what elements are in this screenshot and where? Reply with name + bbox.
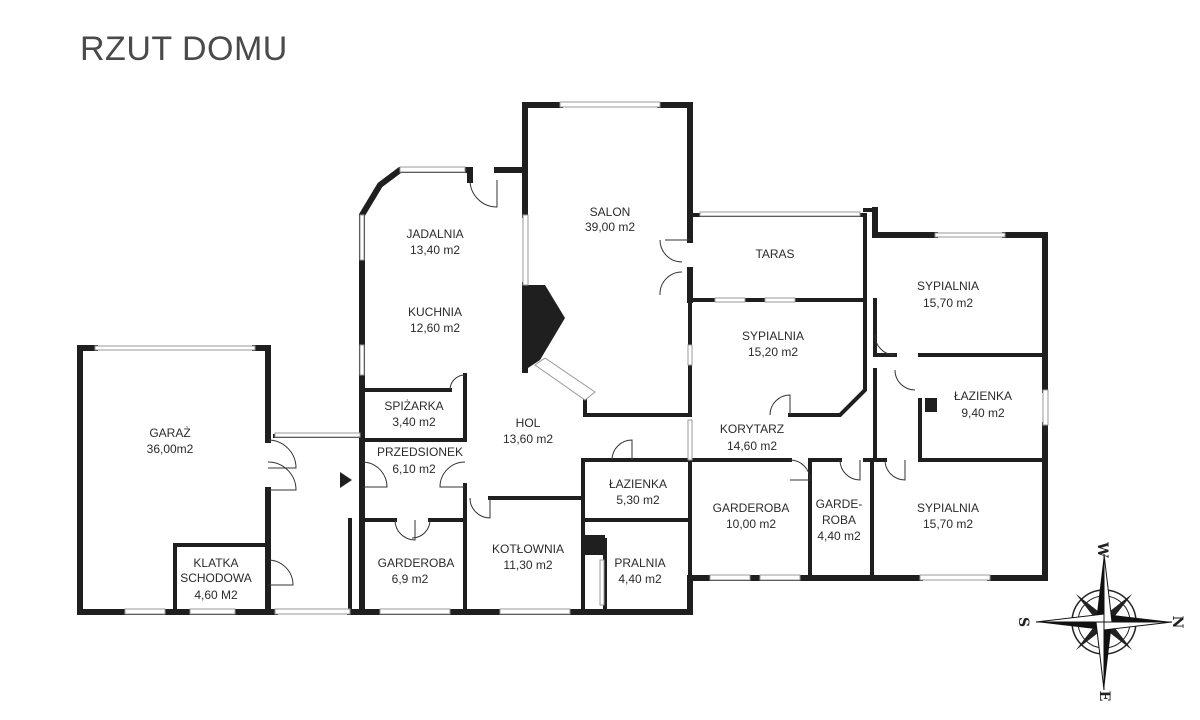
windows (94, 101, 1049, 615)
label-sypialnia3-name: SYPIALNIA (917, 501, 979, 515)
chimney (583, 535, 605, 555)
entrance-arrow-icon (340, 472, 352, 488)
fireplace (525, 285, 565, 370)
label-klatka-name: KLATKA (193, 556, 238, 570)
label-sypialnia3-area: 15,70 m2 (923, 517, 973, 531)
label-kuchnia-name: KUCHNIA (408, 305, 462, 319)
label-salon-area: 39,00 m2 (585, 220, 635, 234)
label-korytarz-name: KORYTARZ (720, 422, 784, 436)
label-garderoba1-name: GARDEROBA (378, 556, 455, 570)
label-korytarz-area: 14,60 m2 (727, 439, 777, 453)
label-sypialnia2-name: SYPIALNIA (917, 279, 979, 293)
label-sypialnia1-name: SYPIALNIA (742, 329, 804, 343)
label-garderoba3-name: GARDE- (816, 497, 863, 511)
label-sypialnia2-area: 15,70 m2 (923, 296, 973, 310)
interior-walls (173, 285, 1047, 614)
compass-w: W (1094, 541, 1110, 558)
label-kotlownia-name: KOTŁOWNIA (492, 542, 564, 556)
label-lazienka2-name: ŁAZIENKA (954, 389, 1012, 403)
label-lazienka1-area: 5,30 m2 (616, 493, 660, 507)
label-hol-name: HOL (516, 416, 541, 430)
label-hol-area: 13,60 m2 (503, 432, 553, 446)
doors (267, 179, 916, 586)
room-labels: GARAŻ 36,00m2 KLATKA SCHODOWA 4,60 M2 JA… (147, 205, 1012, 602)
label-spizarka-area: 3,40 m2 (392, 415, 436, 429)
compass-rose-icon: W N S E (1015, 541, 1185, 701)
chimney-2 (925, 398, 937, 412)
label-lazienka2-area: 9,40 m2 (961, 406, 1005, 420)
label-garderoba2-area: 10,00 m2 (726, 517, 776, 531)
label-klatka-area: 4,60 M2 (194, 588, 238, 602)
label-taras-name: TARAS (755, 247, 794, 261)
compass-e: E (1096, 691, 1112, 702)
label-jadalnia-name: JADALNIA (406, 227, 463, 241)
label-klatka-name2: SCHODOWA (180, 571, 252, 585)
label-kuchnia-area: 12,60 m2 (410, 321, 460, 335)
label-garderoba3-name2: ROBA (822, 513, 856, 527)
label-garderoba3-area: 4,40 m2 (817, 529, 861, 543)
label-jadalnia-area: 13,40 m2 (410, 243, 460, 257)
page-title: RZUT DOMU (80, 30, 288, 68)
label-garderoba1-area: 6,9 m2 (392, 572, 429, 586)
label-kotlownia-area: 11,30 m2 (503, 558, 552, 572)
label-garderoba2-name: GARDEROBA (713, 501, 790, 515)
label-pralnia-area: 4,40 m2 (618, 572, 662, 586)
label-sypialnia1-area: 15,20 m2 (748, 345, 798, 359)
compass-n: N (1169, 616, 1185, 629)
label-pralnia-name: PRALNIA (614, 556, 665, 570)
label-spizarka-name: SPIŻARKA (384, 399, 443, 413)
outer-walls (77, 102, 1048, 615)
label-garaz-area: 36,00m2 (147, 442, 194, 456)
label-przedsionek-name: PRZEDSIONEK (377, 445, 463, 459)
compass-s: S (1015, 617, 1031, 627)
label-garaz-name: GARAŻ (149, 426, 190, 440)
label-przedsionek-area: 6,10 m2 (392, 462, 436, 476)
label-salon-name: SALON (590, 205, 631, 219)
label-lazienka1-name: ŁAZIENKA (609, 477, 667, 491)
